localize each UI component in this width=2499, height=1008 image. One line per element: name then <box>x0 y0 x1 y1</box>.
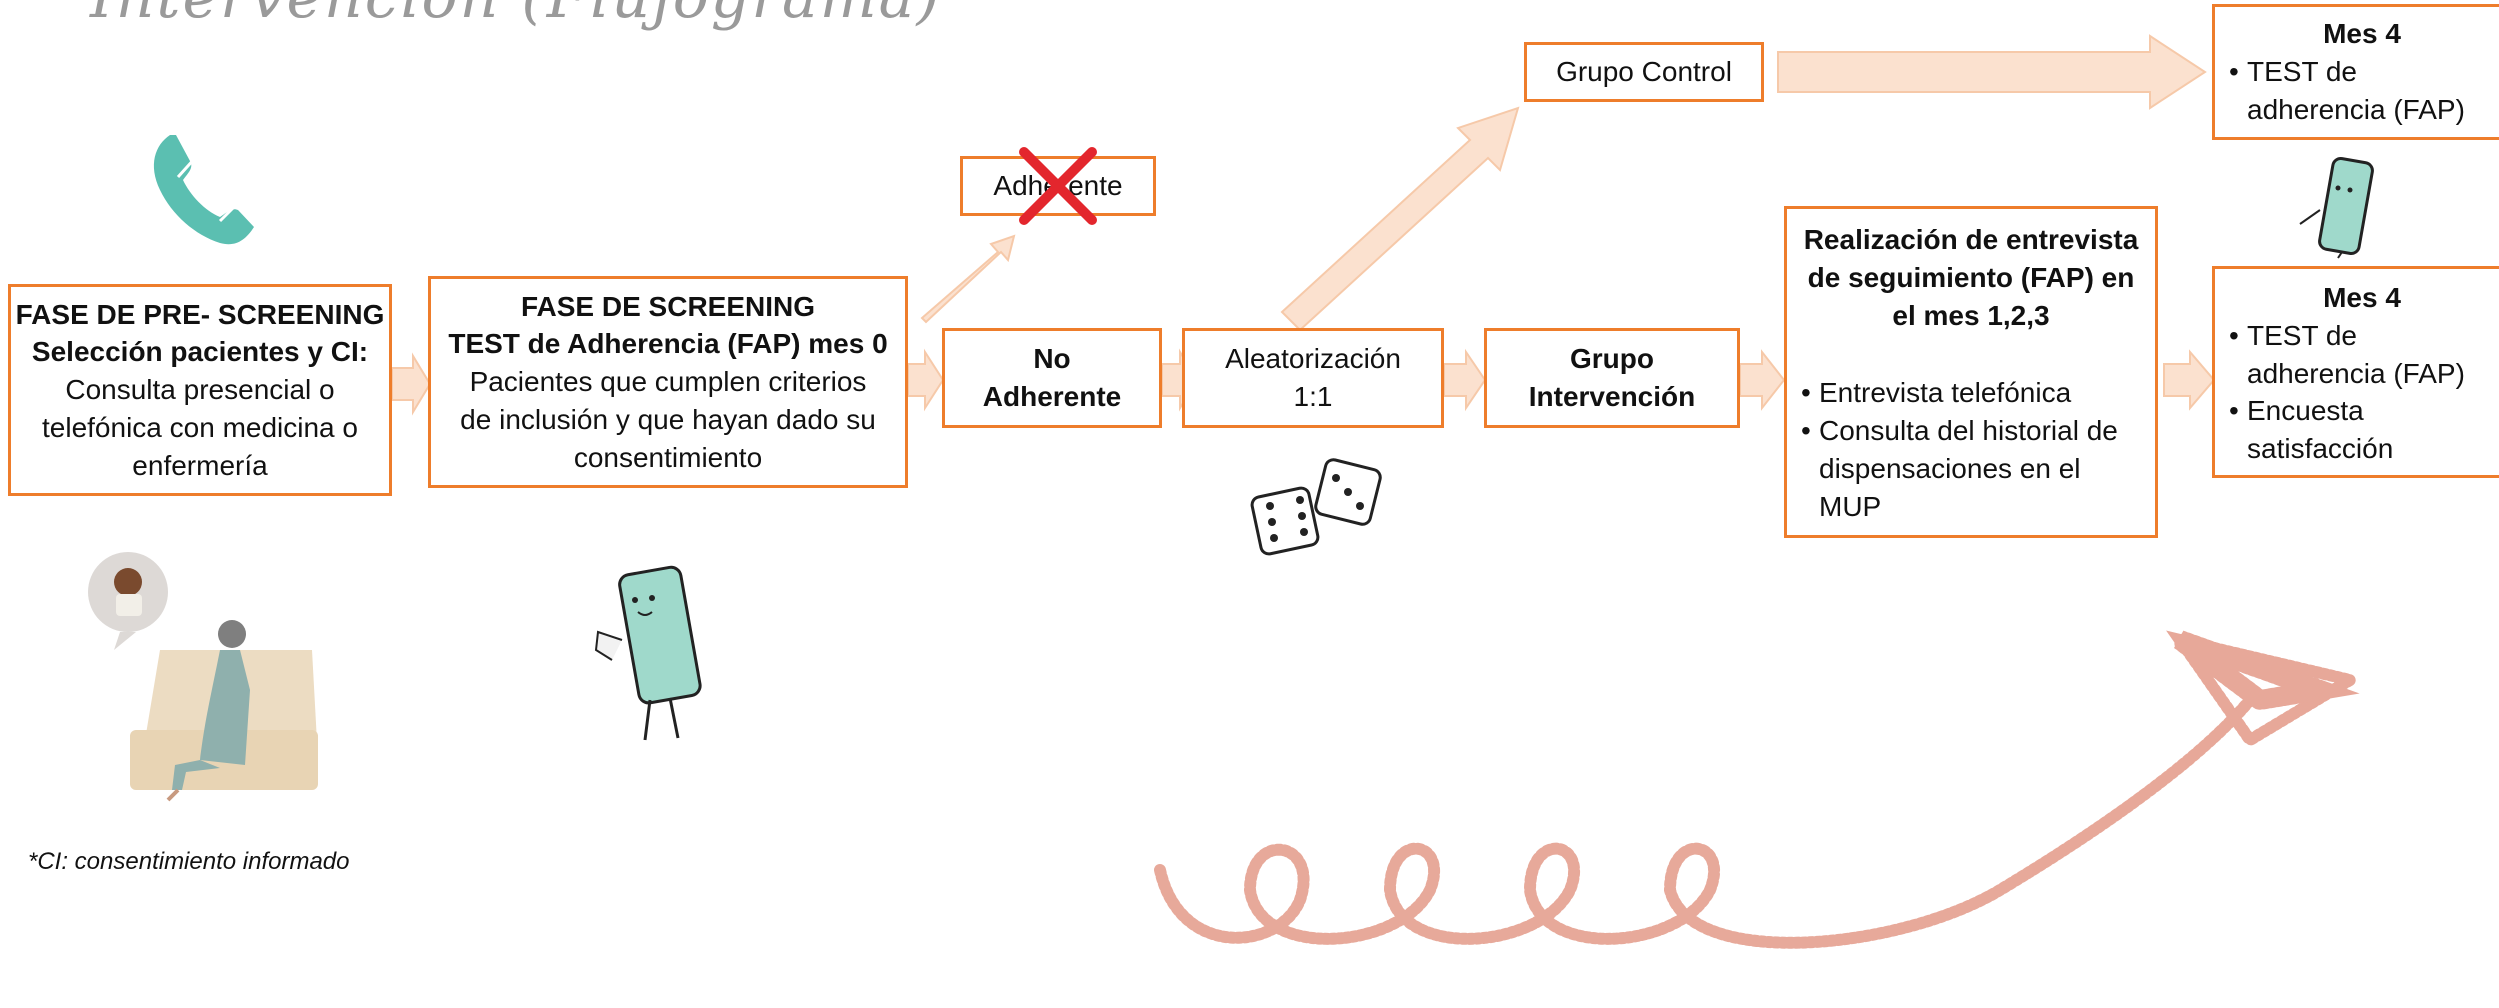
mes4-intervencion-bullet: • TEST de adherencia (FAP) <box>2229 319 2465 389</box>
screening-text: Pacientes que cumplen criterios de inclu… <box>460 366 876 473</box>
seguimiento-bullet: • Consulta del historial de dispensacion… <box>1801 415 2118 522</box>
mes4-intervencion-title: Mes 4 <box>2323 282 2401 313</box>
mes4-control-box: Mes 4 • TEST de adherencia (FAP) <box>2212 4 2499 140</box>
prescreening-text: Consulta presencial o telefónica con med… <box>42 374 358 481</box>
mes4-intervencion-box: Mes 4 • TEST de adherencia (FAP) • Encue… <box>2212 266 2499 478</box>
prescreening-title: FASE DE PRE- SCREENING <box>15 298 385 330</box>
glitter-swirl-arrow <box>1154 630 2366 949</box>
screening-box: FASE DE SCREENING TEST de Adherencia (FA… <box>428 276 908 488</box>
no-adherente-line2: Adherente <box>982 381 1122 412</box>
seguimiento-bullet: • Entrevista telefónica <box>1801 377 2072 409</box>
grupo-control-label: Grupo Control <box>1556 56 1732 88</box>
no-adherente-line1: No <box>1033 343 1071 375</box>
aleatorizacion-line2: 1:1 <box>1293 381 1333 412</box>
screening-title: FASE DE SCREENING <box>520 290 816 322</box>
arrow-prescreening-to-screening <box>391 352 432 416</box>
arrow-aleatorizacion-to-intervencion <box>1443 348 1487 412</box>
grupo-intervencion-line1: Grupo <box>1570 343 1654 375</box>
arrow-aleatorizacion-to-control <box>1280 106 1520 332</box>
seguimiento-box: Realización de entrevista de seguimiento… <box>1784 206 2158 538</box>
arrow-screening-to-noadherente <box>907 348 945 412</box>
arrow-intervencion-to-seguimiento <box>1739 349 1786 411</box>
screening-subtitle: TEST de Adherencia (FAP) mes 0 <box>448 328 888 360</box>
grupo-intervencion-line2: Intervención <box>1528 381 1696 412</box>
phone-character-small-illustration <box>2299 156 2374 259</box>
page-title: Intervención (Flujograma) <box>90 0 942 32</box>
cross-icon <box>1019 147 1097 225</box>
dice-icon <box>1250 458 1382 556</box>
prescreening-subtitle: Selección pacientes y CI: <box>31 336 369 368</box>
aleatorizacion-line1: Aleatorización <box>1225 343 1401 375</box>
arrow-screening-to-adherente <box>920 234 1016 324</box>
phone-character-illustration <box>594 565 702 741</box>
prescreening-box: FASE DE PRE- SCREENING Selección pacient… <box>8 284 392 496</box>
footnote: *CI: consentimiento informado <box>28 848 350 875</box>
arrow-control-to-mes4 <box>1777 34 2207 110</box>
mes4-intervencion-bullet: • Encuesta satisfacción <box>2229 395 2394 465</box>
no-adherente-box: No Adherente <box>942 328 1162 428</box>
aleatorizacion-box: Aleatorización 1:1 <box>1182 328 1444 428</box>
grupo-control-box: Grupo Control <box>1524 42 1764 102</box>
mes4-control-title: Mes 4 <box>2323 18 2401 49</box>
grupo-intervencion-box: Grupo Intervención <box>1484 328 1740 428</box>
arrow-seguimiento-to-mes4 <box>2163 349 2216 411</box>
mes4-control-bullet: • TEST de adherencia (FAP) <box>2229 55 2465 125</box>
seguimiento-title: Realización de entrevista de seguimiento… <box>1803 224 2139 331</box>
patient-call-illustration <box>88 552 318 802</box>
phone-icon <box>153 135 254 245</box>
